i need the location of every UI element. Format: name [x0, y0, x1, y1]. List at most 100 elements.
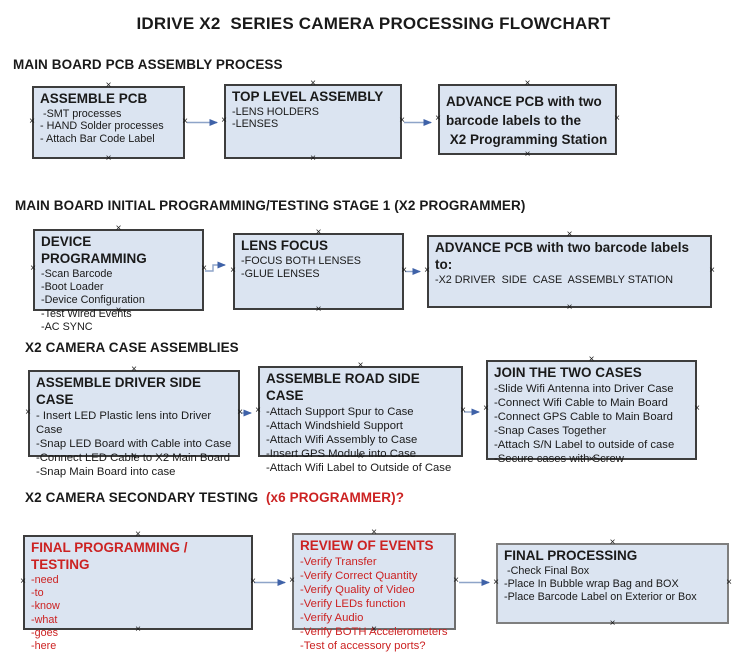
connection-handle-icon: ×: [105, 80, 112, 91]
connection-handle-icon: ×: [726, 576, 732, 588]
flow-box-item: -SMT processes: [40, 108, 122, 120]
flow-box-device-programming: × × × × DEVICE PROGRAMMING -Scan Barcode…: [30, 224, 207, 333]
connection-handle-icon: ×: [315, 227, 322, 238]
flow-box-title: LENS FOCUS: [241, 238, 329, 253]
connection-handle-icon: ×: [614, 112, 620, 124]
flow-box-item: - HAND Solder processes: [40, 120, 164, 133]
flow-box-item: -what: [31, 613, 58, 626]
connection-handle-icon: ×: [609, 537, 616, 548]
flow-box-item: -LENSES: [232, 118, 279, 131]
flow-box-title: JOIN THE TWO CASES: [494, 365, 642, 380]
connection-handle-icon: ×: [135, 529, 141, 540]
flow-box-final-programming-testing: × × × × FINAL PROGRAMMING / TESTING -nee…: [20, 530, 256, 653]
connection-handle-icon: ×: [237, 406, 243, 418]
flow-box-item: -Insert GPS Module into Case: [266, 448, 417, 460]
connection-handle-icon: ×: [435, 112, 441, 124]
connection-handle-icon: ×: [424, 264, 430, 276]
connection-handle-icon: ×: [30, 263, 36, 274]
flow-box-assemble-driver-side-case: × × × × ASSEMBLE DRIVER SIDE CASE - Inse…: [25, 365, 243, 479]
flow-box-item: -Verify Correct Quantity: [300, 570, 418, 582]
connection-handle-icon: ×: [609, 618, 616, 629]
flow-box-item: -Slide Wifi Antenna into Driver Case: [494, 383, 674, 395]
connection-handle-icon: ×: [105, 153, 112, 164]
flow-box-title: ADVANCE PCB with two barcode labels to t…: [446, 94, 608, 147]
connection-handle-icon: ×: [493, 576, 499, 588]
flow-box-item: -Attach Wifi Label to Outside of Case: [266, 462, 452, 474]
flow-box-item: -Attach Windshield Support: [266, 420, 403, 432]
flow-box-item: -Verify LEDs function: [300, 598, 406, 610]
section-heading-secondary-testing-black: X2 CAMERA SECONDARY TESTING: [25, 490, 266, 505]
flow-box-item: -to: [31, 587, 44, 600]
flow-box-title: ASSEMBLE PCB: [40, 91, 148, 106]
flow-box-assemble-pcb: × × × × ASSEMBLE PCB -SMT processes - HA…: [29, 81, 188, 164]
connection-handle-icon: ×: [315, 304, 322, 315]
flow-box-item: -FOCUS BOTH LENSES: [241, 255, 361, 267]
connection-handle-icon: ×: [460, 404, 466, 416]
flow-box-title: ADVANCE PCB with two barcode labels to:: [435, 240, 693, 272]
connection-handle-icon: ×: [20, 575, 26, 587]
connection-handle-icon: ×: [131, 364, 137, 375]
connection-handle-icon: ×: [357, 360, 364, 371]
connection-handle-icon: ×: [588, 454, 595, 465]
flow-box-assemble-road-side-case: × × × × ASSEMBLE ROAD SIDE CASE -Attach …: [255, 361, 466, 475]
flow-box-item: -Attach Support Spur to Case: [266, 406, 414, 418]
connection-handle-icon: ×: [255, 404, 261, 416]
connection-handle-icon: ×: [694, 403, 700, 414]
connection-handle-icon: ×: [588, 354, 595, 365]
flow-box-item: -here: [31, 640, 57, 653]
connection-handle-icon: ×: [29, 115, 35, 127]
flow-box-item: -Verify Transfer: [300, 556, 377, 568]
section-heading-pcb-assembly: MAIN BOARD PCB ASSEMBLY PROCESS: [13, 57, 283, 72]
flow-box-item: -need: [31, 574, 59, 586]
connection-handle-icon: ×: [371, 624, 377, 635]
section-heading-initial-programming: MAIN BOARD INITIAL PROGRAMMING/TESTING S…: [15, 198, 526, 213]
flow-box-item: -Device Configuration: [41, 294, 145, 307]
flow-box-item: -Connect GPS Cable to Main Board: [494, 411, 673, 423]
flow-box-item: -Secure cases with Screw: [494, 453, 624, 465]
flow-box-item: -Attach Wifi Assembly to Case: [266, 434, 418, 446]
connection-handle-icon: ×: [401, 264, 407, 276]
connection-handle-icon: ×: [310, 153, 316, 164]
flow-box-item: -Connect Wifi Cable to Main Board: [494, 397, 668, 409]
section-heading-secondary-testing-red: (x6 PROGRAMMER)?: [265, 490, 405, 505]
flow-box-item: - Insert LED Plastic lens into Driver Ca…: [36, 410, 215, 436]
flow-box-item: -goes: [31, 626, 59, 639]
flow-box-title: FINAL PROCESSING: [504, 548, 638, 563]
connection-handle-icon: ×: [453, 574, 459, 586]
connection-handle-icon: ×: [310, 78, 316, 89]
flow-box-item: -LENS HOLDERS: [232, 106, 319, 118]
flow-box-item: -Snap LED Board with Cable into Case: [36, 438, 232, 450]
connection-handle-icon: ×: [115, 305, 122, 316]
connection-handle-icon: ×: [201, 263, 207, 274]
page-title: IDRIVE X2 SERIES CAMERA PROCESSING FLOWC…: [136, 14, 611, 33]
flow-box-item: -Verify BOTH Accelerometers: [300, 626, 448, 638]
connection-handle-icon: ×: [25, 406, 31, 418]
flow-box-join-the-two-cases: × × × × JOIN THE TWO CASES -Slide Wifi A…: [483, 355, 700, 466]
connection-handle-icon: ×: [524, 149, 531, 160]
arrow-device-programming-to-lens-focus: [205, 261, 226, 272]
flow-box-title: ASSEMBLE ROAD SIDE CASE: [266, 371, 424, 403]
flow-box-item: -Place In Bubble wrap Bag and BOX: [504, 578, 679, 591]
connection-handle-icon: ×: [709, 264, 715, 276]
connection-handle-icon: ×: [131, 451, 137, 462]
flow-box-title: REVIEW OF EVENTS: [300, 538, 434, 553]
flow-box-item: -Snap Main Board into case: [36, 466, 176, 478]
connection-handle-icon: ×: [230, 264, 236, 276]
flow-box-item: -X2 DRIVER SIDE CASE ASSEMBLY STATION: [435, 274, 673, 286]
flow-box-item: -Test Wired Events: [41, 307, 132, 320]
section-heading-secondary-testing: X2 CAMERA SECONDARY TESTING (x6 PROGRAMM…: [25, 490, 404, 505]
flow-box-item: -Test of accessory ports?: [300, 640, 426, 652]
flow-box-title: TOP LEVEL ASSEMBLY: [232, 89, 384, 104]
connection-handle-icon: ×: [221, 114, 227, 126]
flow-box-item: -GLUE LENSES: [241, 268, 320, 281]
connection-handle-icon: ×: [371, 527, 377, 538]
flow-box-title: FINAL PROGRAMMING / TESTING: [31, 540, 192, 572]
flow-box-lens-focus: × × × × LENS FOCUS -FOCUS BOTH LENSES -G…: [230, 228, 407, 315]
flow-box-item: -Verify Quality of Video: [300, 584, 415, 596]
flow-box-item: -Attach S/N Label to outside of case: [494, 439, 675, 451]
flow-box-top-level-assembly: × × × × TOP LEVEL ASSEMBLY -LENS HOLDERS…: [221, 79, 405, 164]
connection-handle-icon: ×: [566, 302, 573, 313]
flow-box-item: -know: [31, 600, 60, 613]
